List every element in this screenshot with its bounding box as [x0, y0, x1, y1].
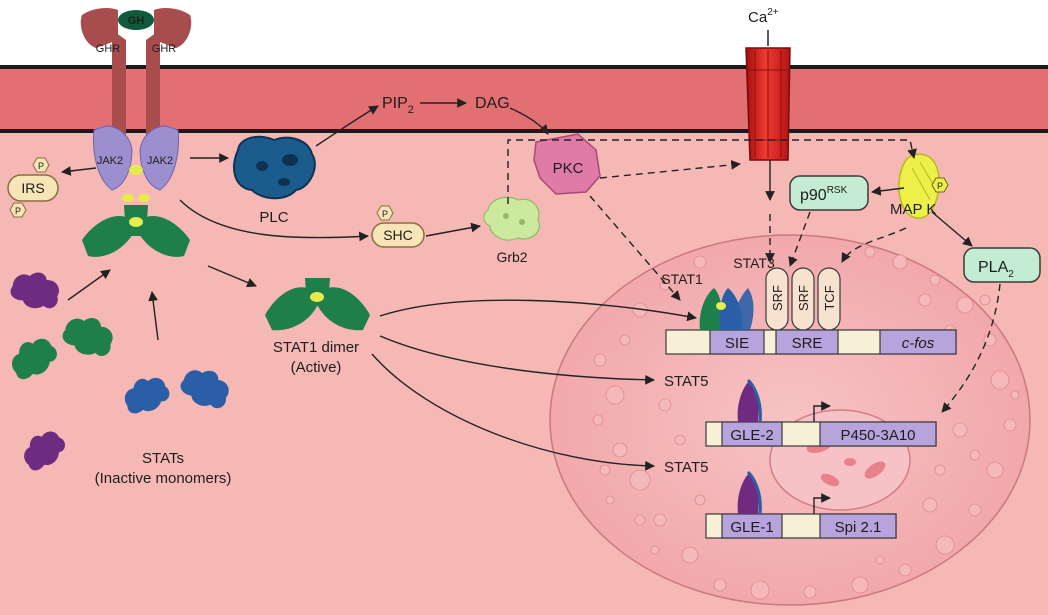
- gh-label: GH: [128, 15, 145, 27]
- p450-gene: [819, 421, 937, 447]
- irs-protein: IRS P P: [7, 157, 59, 218]
- irs-phospho-top: P: [38, 161, 44, 171]
- calcium-label: Ca2+: [748, 7, 779, 26]
- ghr-left-extracellular: [80, 7, 118, 49]
- gle1-label: GLE-1: [730, 519, 773, 536]
- srf-factor-1: [765, 267, 789, 331]
- stat5-label-b: STAT5: [664, 459, 708, 476]
- stat1-dimer-active: STAT1 dimer (Active): [265, 278, 370, 376]
- cfos-label: c-fos: [902, 335, 935, 352]
- irs-label: IRS: [21, 180, 44, 196]
- sie-element: [709, 329, 765, 355]
- plc-label: PLC: [259, 209, 288, 226]
- inactive-stats-subtitle: (Inactive monomers): [95, 470, 232, 487]
- inactive-stats-title: STATs: [142, 450, 184, 467]
- p90rsk-label: p90RSK: [800, 185, 848, 204]
- stat5-label-a: STAT5: [664, 373, 708, 390]
- stat-dimer-receptor: [82, 205, 190, 257]
- gh-ligand: [118, 10, 154, 30]
- spi-label: Spi 2.1: [835, 519, 882, 536]
- irs-phospho-bottom: P: [15, 206, 21, 216]
- p450-label: P450-3A10: [840, 427, 915, 444]
- jak2-left-label: JAK2: [97, 155, 123, 167]
- ghr-right-label: GHR: [152, 43, 177, 55]
- stat1-label: STAT1: [661, 271, 703, 287]
- pla2-label: PLA2: [978, 259, 1014, 280]
- pip2-label: PIP2: [382, 95, 414, 116]
- gh-receptor-complex: GH GHR GHR JAK2 JAK2: [80, 7, 192, 202]
- stat3-label: STAT3: [733, 255, 775, 271]
- nucleus: [549, 234, 1031, 606]
- stat1-dimer-label: STAT1 dimer: [273, 339, 359, 356]
- mapk-protein: P MAP K: [890, 153, 949, 219]
- stat1-active-label: (Active): [291, 359, 342, 376]
- gle1-element: [721, 513, 783, 539]
- solid-arrows: [61, 98, 973, 471]
- sie-label: SIE: [725, 335, 749, 352]
- ghr-stalk-left: [112, 30, 126, 140]
- cfos-gene: [879, 329, 957, 355]
- mapk-phospho: P: [937, 181, 943, 191]
- shc-protein: SHC P: [371, 205, 425, 248]
- srf-factor-2: [791, 267, 815, 331]
- sre-label: SRE: [792, 335, 823, 352]
- srf-label-2: SRF: [796, 285, 811, 311]
- jak2-left: [93, 125, 133, 191]
- srf-label-1: SRF: [770, 285, 785, 311]
- plc-protein: PLC: [233, 135, 316, 226]
- gle2-element: [721, 421, 783, 447]
- grb2-label: Grb2: [496, 249, 527, 265]
- spi-gene: [819, 513, 897, 539]
- p450-promoter: GLE-2 P450-3A10: [705, 378, 937, 447]
- inactive-stat-monomers: STATs (Inactive monomers): [4, 265, 236, 487]
- ghr-left-label: GHR: [96, 43, 121, 55]
- mapk-label: MAP K: [890, 201, 936, 218]
- pla2-protein: PLA2: [963, 247, 1041, 283]
- ghr-stalk-right: [146, 30, 160, 140]
- jak2-right-label: JAK2: [147, 155, 173, 167]
- tcf-label: TCF: [822, 285, 837, 310]
- ghr-right-extracellular: [154, 7, 192, 49]
- gle2-label: GLE-2: [730, 427, 773, 444]
- shc-phospho: P: [382, 209, 388, 219]
- p90rsk-protein: p90RSK: [789, 175, 869, 211]
- sre-element: [775, 329, 839, 355]
- dag-label: DAG: [475, 95, 510, 112]
- spi-promoter: GLE-1 Spi 2.1: [705, 470, 897, 539]
- grb2-protein: Grb2: [483, 196, 540, 265]
- cfos-promoter: SIE SRE c-fos SRF SRF TCF STAT1 STAT3: [661, 255, 957, 355]
- pkc-label: PKC: [553, 160, 584, 177]
- pkc-protein: PKC: [533, 133, 601, 195]
- jak2-right: [139, 125, 179, 191]
- dashed-arrows: [507, 139, 1001, 413]
- calcium-channel: Ca2+: [745, 7, 791, 161]
- shc-label: SHC: [383, 227, 413, 243]
- tcf-factor: [817, 267, 841, 331]
